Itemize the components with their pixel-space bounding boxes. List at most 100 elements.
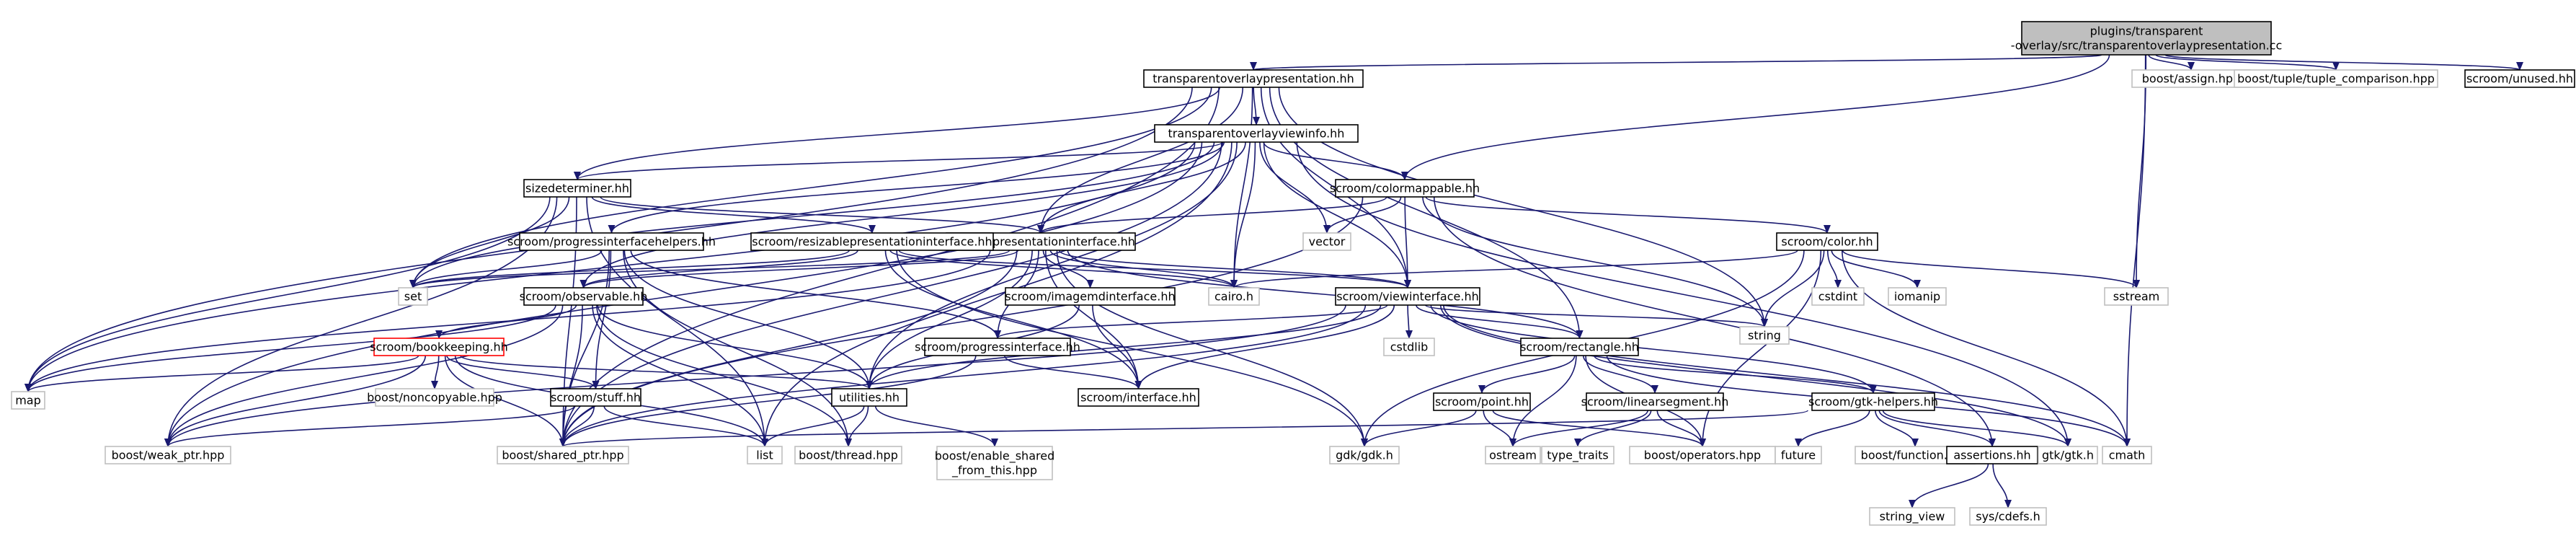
node-box (1541, 446, 1615, 464)
node-progih[interactable]: scroom/progressinterfacehelpers.hh (507, 232, 716, 251)
edge-assertions-to-stringview (1909, 463, 1989, 508)
node-root[interactable]: plugins/transparent-overlay/src/transpar… (2011, 21, 2283, 56)
node-box (11, 391, 45, 410)
node-sizedet[interactable]: sizedeterminer.hh (523, 179, 631, 198)
node-label: boost/tuple/tuple_comparison.hpp (2237, 72, 2435, 87)
edge-presint-to-utilities (866, 250, 1033, 389)
node-viewint[interactable]: scroom/viewinterface.hh (1335, 287, 1480, 306)
node-label: scroom/bookkeeping.hh (370, 340, 508, 354)
edge-observable-to-thread (596, 304, 852, 447)
node-label: boost/weak_ptr.hpp (112, 449, 225, 463)
edge-color-to-string (1761, 250, 1825, 327)
edge-presint-to-interface (1044, 250, 1142, 389)
node-resizable[interactable]: scroom/resizablepresentationinterface.hh (750, 232, 994, 251)
node-box (1383, 338, 1435, 356)
node-box (1143, 69, 1364, 88)
edge-resizable-to-viewint (898, 250, 1411, 288)
edge-assertions-to-cdefs (1992, 463, 2012, 508)
edge-sizedet-to-resizable (591, 196, 876, 234)
node-label: scroom/progressinterfacehelpers.hh (507, 235, 716, 249)
edge-point-to-operators (1492, 410, 1706, 447)
node-utilities[interactable]: utilities.hh (831, 388, 907, 407)
edge-color-to-cmath (1842, 250, 2131, 447)
node-label: boost/enable_shared (935, 449, 1054, 464)
node-label: boost/assign.hpp (2142, 72, 2241, 86)
edge-presint-to-viewint (1058, 250, 1411, 288)
edge-gtkhelp-to-gtk (1882, 410, 2071, 447)
node-label: scroom/point.hh (1435, 395, 1529, 409)
node-observable[interactable]: scroom/observable.hh (520, 287, 648, 306)
edge-resizable-to-set (409, 250, 850, 288)
edge-sizedet-to-map (25, 196, 551, 392)
edge-tophh-to-presint (1037, 87, 1244, 234)
node-label: ostream (1489, 449, 1537, 462)
edge-utilities-to-list (761, 405, 865, 447)
node-label: scroom/interface.hh (1080, 391, 1196, 405)
node-imagemd[interactable]: scroom/imagemdinterface.hh (1005, 287, 1176, 306)
node-label: -overlay/src/transparentoverlaypresentat… (2011, 39, 2283, 53)
node-box (1869, 507, 1955, 526)
node-box (1154, 124, 1359, 143)
edge-presint-to-sharedptr (559, 250, 1018, 447)
edge-color-to-cairo (1230, 250, 1798, 288)
edge-colormap-to-string (1422, 196, 1768, 327)
node-noncopy: boost/noncopyable.hpp (367, 388, 502, 407)
node-rect[interactable]: scroom/rectangle.hh (1520, 338, 1639, 356)
node-sharedptr: boost/shared_ptr.hpp (497, 446, 629, 464)
node-bookkeep[interactable]: scroom/bookkeeping.hh (370, 338, 508, 356)
node-label: boost/operators.hpp (1644, 449, 1761, 462)
node-gdk: gdk/gdk.h (1329, 446, 1400, 464)
node-label: scroom/progressinterface.hh (915, 340, 1080, 354)
node-box (1739, 326, 1790, 345)
edge-sizedet-to-presint (600, 196, 1044, 234)
node-tophh[interactable]: transparentoverlaypresentation.hh (1143, 69, 1364, 88)
node-box (2234, 69, 2438, 88)
node-linseg[interactable]: scroom/linearsegment.hh (1581, 392, 1729, 411)
node-label: assertions.hh (1953, 449, 2030, 462)
edge-gtkhelp-to-function (1875, 410, 1919, 447)
edge-root-to-sstream (2133, 54, 2147, 288)
edge-rect-to-point (1478, 355, 1576, 394)
node-future: future (1775, 446, 1822, 464)
node-color[interactable]: scroom/color.hh (1776, 232, 1878, 251)
node-label: scroom/observable.hh (520, 290, 648, 304)
edge-bookkeep-to-utilities (460, 355, 873, 389)
edge-tovi-to-sizedet (574, 141, 1223, 180)
node-box (2464, 69, 2575, 88)
node-label: map (15, 394, 41, 408)
node-label: scroom/rectangle.hh (1520, 340, 1639, 354)
node-unused[interactable]: scroom/unused.hh (2464, 69, 2575, 88)
node-iomanip: iomanip (1888, 287, 1947, 306)
node-label: transparentoverlaypresentation.hh (1152, 72, 1354, 86)
edge-resizable-to-interface (884, 250, 1142, 389)
edge-presint-to-set (409, 250, 1011, 288)
edge-presint-to-gdk (1056, 250, 1368, 447)
node-gtkhelp[interactable]: scroom/gtk-helpers.hh (1808, 392, 1938, 411)
node-stringview: string_view (1869, 507, 1955, 526)
node-progint[interactable]: scroom/progressinterface.hh (915, 338, 1080, 356)
edge-tophh-to-tovi (1252, 87, 1260, 125)
edge-observable-to-sharedptr (559, 304, 583, 447)
edge-sizedet-to-set (409, 196, 570, 288)
node-label: scroom/linearsegment.hh (1581, 395, 1729, 409)
edge-progih-to-set (409, 250, 603, 288)
edge-imagemd-to-interface (1092, 304, 1142, 389)
node-operators: boost/operators.hpp (1629, 446, 1776, 464)
node-label: sys/cdefs.h (1976, 510, 2040, 524)
node-label: scroom/unused.hh (2466, 72, 2573, 86)
edge-color-to-iomanip (1831, 250, 1921, 288)
node-box (1811, 287, 1865, 306)
node-interface[interactable]: scroom/interface.hh (1078, 388, 1199, 407)
node-label: future (1781, 449, 1816, 462)
edge-tophh-to-cairo (1230, 87, 1253, 288)
node-box (1811, 392, 1935, 411)
node-point[interactable]: scroom/point.hh (1433, 392, 1531, 411)
node-tovi[interactable]: transparentoverlayviewinfo.hh (1154, 124, 1359, 143)
edge-viewint-to-gtkhelp (1430, 304, 1877, 394)
node-assertions[interactable]: assertions.hh (1946, 446, 2038, 464)
node-box (375, 388, 494, 407)
node-box (105, 446, 231, 464)
node-stuff[interactable]: scroom/stuff.hh (550, 388, 641, 407)
node-colormap[interactable]: scroom/colormappable.hh (1330, 179, 1480, 198)
node-box (519, 232, 704, 251)
